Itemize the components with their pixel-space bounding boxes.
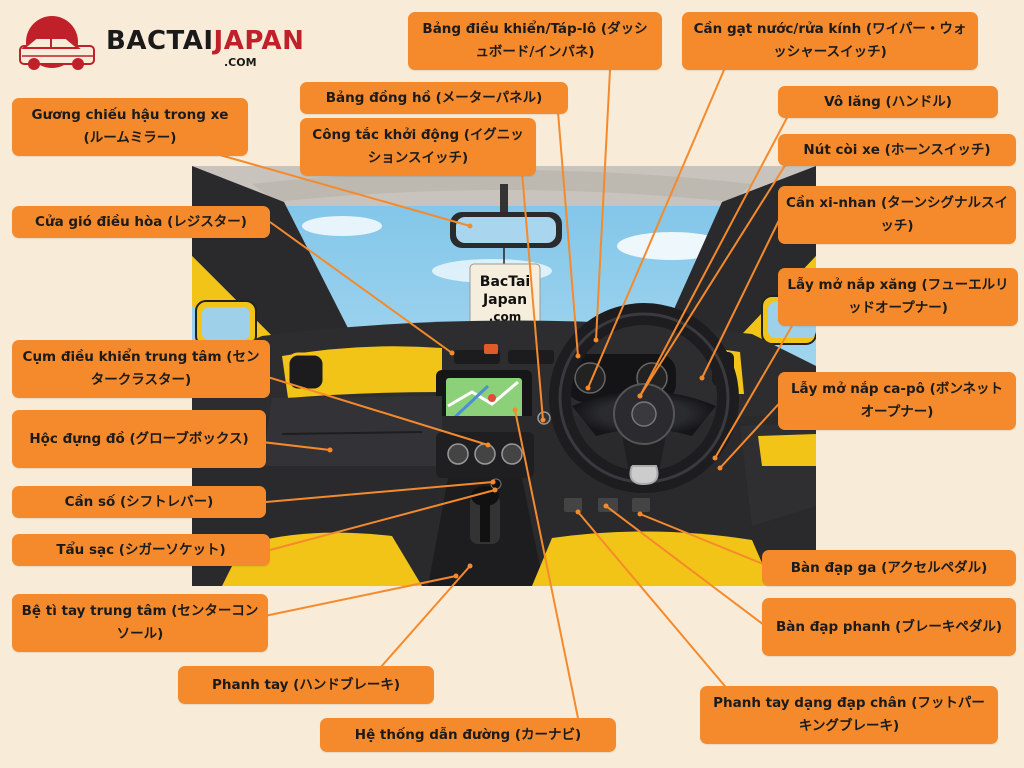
leader-line-rearview-mirror	[219, 154, 471, 227]
tag-line-1: BacTai	[480, 274, 530, 290]
label-meter-panel: Bảng đồng hồ (メーターパネル)	[300, 82, 568, 114]
leader-line-accelerator	[639, 513, 769, 567]
label-text-brake-pedal: Bàn đạp phanh (ブレーキペダル)	[776, 618, 1002, 635]
leader-dot-center-cluster	[485, 442, 491, 448]
leader-dot-hand-brake	[467, 563, 473, 569]
label-text-accelerator: Bàn đạp ga (アクセルペダル)	[790, 559, 988, 576]
leader-dot-horn-switch	[637, 393, 643, 399]
label-text-turn-signal: Cần xi-nhan (ターンシグナルスイッチ)	[786, 195, 1008, 234]
leader-line-ignition-switch	[521, 171, 544, 421]
leader-dot-dashboard	[593, 337, 599, 343]
leader-dot-meter-panel	[575, 353, 581, 359]
label-text-shift-lever: Cần số (シフトレバー)	[64, 493, 214, 510]
leader-dot-center-console	[453, 573, 459, 579]
leader-line-shift-lever	[265, 481, 494, 503]
leader-dot-wiper-switch	[585, 385, 591, 391]
label-brake-pedal: Bàn đạp phanh (ブレーキペダル)	[762, 598, 1016, 656]
label-text-wiper-switch: Cần gạt nước/rửa kính (ワイパー・ウォッシャースイッチ)	[693, 21, 967, 60]
leader-dot-air-vent	[449, 350, 455, 356]
label-cigar-socket: Tẩu sạc (シガーソケット)	[12, 534, 270, 566]
label-air-vent: Cửa gió điều hòa (レジスター)	[12, 206, 270, 238]
label-fuel-lid-opener: Lẫy mở nắp xăng (フューエルリッドオープナー)	[778, 268, 1018, 326]
leader-dot-cigar-socket	[492, 487, 498, 493]
label-text-cigar-socket: Tẩu sạc (シガーソケット)	[56, 541, 226, 558]
label-center-console: Bệ tì tay trung tâm (センターコンソール)	[12, 594, 268, 652]
label-accelerator: Bàn đạp ga (アクセルペダル)	[762, 550, 1016, 586]
label-wiper-switch: Cần gạt nước/rửa kính (ワイパー・ウォッシャースイッチ)	[682, 12, 978, 70]
leader-line-horn-switch	[639, 163, 787, 397]
label-text-dashboard: Bảng điều khiển/Táp-lô (ダッシュボード/インパネ)	[422, 21, 648, 60]
leader-dot-fuel-lid-opener	[712, 455, 718, 461]
leader-dot-brake-pedal	[603, 503, 609, 509]
label-text-glove-box: Hộc đựng đồ (グローブボックス)	[29, 430, 249, 447]
leader-dot-bonnet-opener	[717, 465, 723, 471]
leader-dot-accelerator	[637, 511, 643, 517]
label-text-fuel-lid-opener: Lẫy mở nắp xăng (フューエルリッドオープナー)	[787, 277, 1009, 316]
label-shift-lever: Cần số (シフトレバー)	[12, 486, 266, 518]
leader-dot-navigation	[512, 407, 518, 413]
car-logo-icon	[19, 16, 95, 70]
brand-name-part1: BACTAI	[106, 26, 214, 56]
leader-line-foot-parking-brake	[577, 511, 741, 705]
leader-line-steering-wheel	[639, 111, 791, 397]
leader-line-fuel-lid-opener	[714, 325, 793, 459]
label-glove-box: Hộc đựng đồ (グローブボックス)	[12, 410, 266, 468]
leader-line-air-vent	[269, 221, 453, 354]
leader-line-bonnet-opener	[719, 395, 787, 469]
label-text-bonnet-opener: Lẫy mở nắp ca-pô (ボンネットオープナー)	[790, 381, 1004, 420]
label-horn-switch: Nút còi xe (ホーンスイッチ)	[778, 134, 1016, 166]
label-text-steering-wheel: Vô lăng (ハンドル)	[824, 93, 952, 110]
brand-domain: .COM	[224, 56, 257, 69]
label-text-meter-panel: Bảng đồng hồ (メーターパネル)	[325, 89, 543, 106]
label-steering-wheel: Vô lăng (ハンドル)	[778, 86, 998, 118]
leader-line-wiper-switch	[587, 69, 725, 389]
leader-line-cigar-socket	[269, 489, 496, 551]
label-dashboard: Bảng điều khiển/Táp-lô (ダッシュボード/インパネ)	[408, 12, 662, 70]
brand-name: BACTAIJAPAN	[106, 26, 304, 56]
brand-name-part2: JAPAN	[213, 26, 305, 56]
leader-line-meter-panel	[557, 111, 579, 357]
label-text-ignition-switch: Công tắc khởi động (イグニッションスイッチ)	[312, 127, 524, 166]
tag-line-2: Japan	[482, 292, 527, 308]
label-foot-parking-brake: Phanh tay dạng đạp chân (フットパーキングブレーキ)	[700, 686, 998, 744]
label-text-center-cluster: Cụm điều khiển trung tâm (センタークラスター)	[22, 349, 260, 388]
leader-line-center-console	[254, 575, 457, 619]
label-turn-signal: Cần xi-nhan (ターンシグナルスイッチ)	[778, 186, 1016, 244]
leader-line-turn-signal	[701, 209, 785, 379]
leader-dot-shift-lever	[490, 479, 496, 485]
label-bonnet-opener: Lẫy mở nắp ca-pô (ボンネットオープナー)	[778, 372, 1016, 430]
leader-line-brake-pedal	[605, 505, 769, 629]
leader-line-hand-brake	[379, 565, 471, 669]
leader-line-center-cluster	[244, 369, 489, 446]
label-navigation: Hệ thống dẫn đường (カーナビ)	[320, 718, 616, 752]
label-hand-brake: Phanh tay (ハンドブレーキ)	[178, 666, 434, 704]
label-text-horn-switch: Nút còi xe (ホーンスイッチ)	[803, 141, 991, 158]
leader-dot-foot-parking-brake	[575, 509, 581, 515]
leader-dot-rearview-mirror	[467, 223, 473, 229]
leader-dot-turn-signal	[699, 375, 705, 381]
label-text-foot-parking-brake: Phanh tay dạng đạp chân (フットパーキングブレーキ)	[713, 695, 985, 734]
brand-logo: BACTAIJAPAN .COM	[14, 12, 304, 76]
leader-line-dashboard	[595, 69, 611, 341]
label-text-center-console: Bệ tì tay trung tâm (センターコンソール)	[21, 603, 259, 642]
label-center-cluster: Cụm điều khiển trung tâm (センタークラスター)	[12, 340, 270, 398]
label-text-navigation: Hệ thống dẫn đường (カーナビ)	[354, 726, 582, 743]
label-rearview-mirror: Gương chiếu hậu trong xe (ルームミラー)	[12, 98, 248, 156]
leader-line-navigation	[514, 409, 579, 719]
label-text-hand-brake: Phanh tay (ハンドブレーキ)	[211, 676, 401, 693]
leader-dot-ignition-switch	[540, 417, 546, 423]
label-ignition-switch: Công tắc khởi động (イグニッションスイッチ)	[300, 118, 536, 176]
leader-dot-glove-box	[327, 447, 333, 453]
label-text-rearview-mirror: Gương chiếu hậu trong xe (ルームミラー)	[31, 107, 229, 146]
label-text-air-vent: Cửa gió điều hòa (レジスター)	[35, 213, 247, 230]
